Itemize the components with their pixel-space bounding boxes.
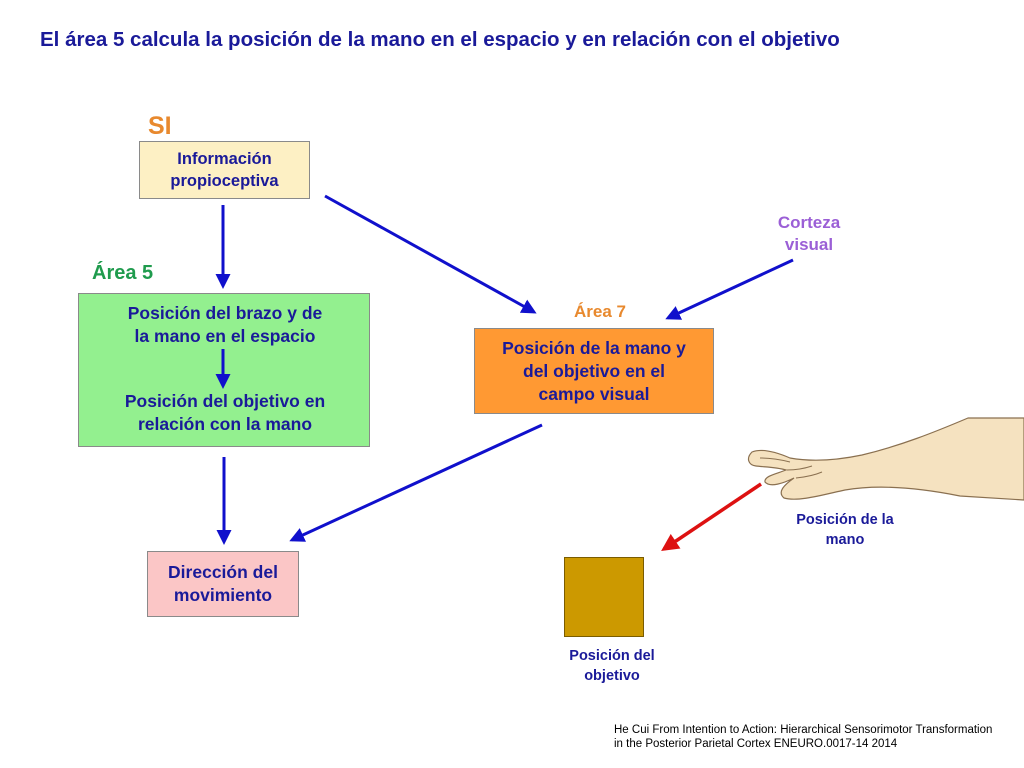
corteza-visual-label: Corteza visual [777,213,841,254]
area7-box: Posición de la mano y del objetivo en el… [474,328,714,414]
area5-label: Área 5 [92,262,154,284]
posicion-mano-label: Posición de la mano [796,512,894,548]
hand-icon [747,417,1024,501]
arrow-hand-to-target [661,482,762,551]
informacion-propioceptiva-box: Información propioceptiva [139,141,310,199]
posicion-objetivo-label: Posición del objetivo [569,648,655,684]
area7-label: Área 7 [574,302,626,321]
direccion-movimiento-box: Dirección del movimiento [147,551,299,617]
page-title: El área 5 calcula la posición de la mano… [40,28,840,51]
arrow-info-to-area7 [324,194,537,314]
arrow-corteza-to-area7 [665,258,794,320]
si-label: SI [148,112,172,140]
arrow-area7-to-direccion [289,423,543,542]
hand-illustration [747,417,1024,501]
citation-text: He Cui From Intention to Action: Hierarc… [614,724,993,750]
area5-arm-hand-text: Posición del brazo y de la mano en el es… [127,303,323,346]
area5-target-text: Posición del objetivo en relación con la… [124,391,326,434]
target-square [564,557,644,637]
